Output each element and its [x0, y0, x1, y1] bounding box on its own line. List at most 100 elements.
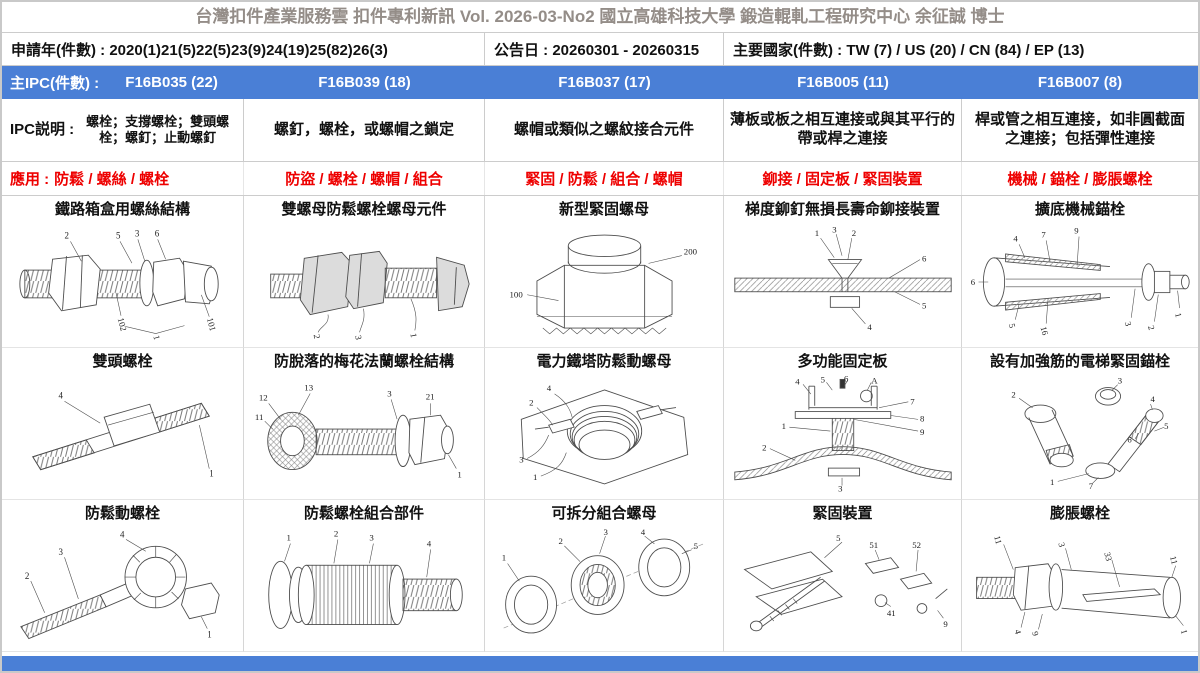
fig-label: 4	[120, 529, 125, 539]
ipc-code-cell-5: F16B007 (8)	[1037, 74, 1123, 91]
fig-label: 2	[851, 228, 855, 238]
patent-panel: 防鬆螺栓組合部件 1 2 3 4	[244, 500, 485, 652]
fig-label: 8	[920, 413, 925, 423]
panel-title: 鐵路箱盒用螺絲結構	[54, 201, 190, 218]
panel-title: 設有加強筋的電梯緊固錨栓	[989, 353, 1170, 370]
fig-label: 51	[869, 540, 878, 550]
fig-label: 1	[1173, 312, 1184, 319]
panel-title: 電力鐵塔防鬆動螺母	[536, 353, 672, 370]
fig-label: 1	[408, 332, 419, 338]
ipc-desc-cell-5: 桿或管之相互連接，如非圓截面之連接；包括彈性連接	[974, 111, 1185, 147]
patent-panel: 設有加強筋的電梯緊固錨栓 3 2 4 5	[962, 348, 1198, 500]
footer-bar	[2, 656, 1198, 671]
fig-label: 3	[1118, 376, 1122, 386]
ipc-desc-cell-4: 薄板或板之相互連接或與其平行的帶或桿之連接	[724, 99, 962, 161]
fig-label: 5	[921, 300, 926, 310]
ipc-code-cell-1: 主IPC(件數) : F16B035 (22)	[2, 72, 244, 93]
application-cell-1: 應用 : 防鬆 / 螺絲 / 螺栓	[2, 162, 244, 195]
panel-title: 雙頭螺栓	[92, 353, 153, 370]
fig-label: 5	[116, 230, 121, 240]
panel-title: 膨脹螺栓	[1049, 505, 1110, 522]
patent-figure-octagon-nut: 100 200	[509, 234, 697, 335]
fig-label: 102	[115, 317, 128, 332]
panel-title: 新型緊固螺母	[558, 201, 649, 218]
fig-label: 1	[151, 334, 162, 341]
patent-figure-bolt-assembly: 1 2 3 4	[267, 529, 463, 629]
fig-label: 1	[1179, 628, 1190, 635]
fig-label: 3	[838, 484, 843, 494]
fig-label: 4	[640, 527, 645, 537]
ipc-code-cell-2: F16B039 (18)	[318, 74, 411, 91]
fig-label: 3	[832, 224, 837, 234]
fig-label: 4	[1013, 233, 1018, 243]
fig-label: 5	[836, 533, 841, 543]
ipc-code-1: F16B035 (22)	[125, 74, 218, 91]
fig-label: 3	[519, 454, 524, 464]
fig-label: 4	[58, 390, 63, 400]
fig-label: 7	[1041, 230, 1046, 240]
fig-label: 3	[603, 527, 608, 537]
application-row: 應用 : 防鬆 / 螺絲 / 螺栓 防盜 / 螺栓 / 螺帽 / 組合 緊固 /…	[2, 162, 1198, 196]
fig-label: 33	[1102, 551, 1114, 562]
countries-cell: 主要國家(件數) : TW (7) / US (20) / CN (84) / …	[733, 41, 1085, 59]
patent-figure-separable-nut: 1 2 3 4 5	[501, 527, 704, 634]
fig-label: 3	[369, 533, 374, 543]
patent-figure-hex-nut-spring: 4 2 3 1	[519, 383, 688, 485]
panel-title: 雙螺母防鬆螺栓螺母元件	[281, 201, 447, 218]
panel-title: 擴底機械錨栓	[1034, 201, 1125, 218]
fig-label: 3	[1123, 320, 1134, 327]
patent-figure-elevator-anchor: 3 2 4 5 6 1 7	[1011, 376, 1168, 491]
apply-year-cell: 申請年(件數) : 2020(1)21(5)22(5)23(9)24(19)25…	[2, 33, 485, 65]
ipc-desc-label: IPC説明 :	[10, 120, 75, 138]
fig-label: 12	[258, 392, 267, 402]
fig-label: 5	[820, 374, 825, 384]
ipc-code-cell-4: F16B005 (11)	[797, 74, 889, 91]
fig-label: 5	[1007, 322, 1018, 329]
fig-label: 5	[1164, 421, 1168, 431]
fig-label: 1	[286, 533, 290, 543]
fig-label: 2	[333, 529, 337, 539]
patent-panel: 鐵路箱盒用螺絲結構 2 5 3 6 102 101	[2, 196, 244, 348]
fig-label: 2	[64, 230, 68, 240]
patent-panel: 防鬆動螺栓 2 3 4 1	[2, 500, 244, 652]
patent-figure-rivet-plates: 1 3 2 6 5 4	[733, 224, 952, 332]
application-cell-3: 緊固 / 防鬆 / 組合 / 螺帽	[485, 162, 724, 195]
fig-label: 3	[387, 388, 392, 398]
patent-panel-grid: 鐵路箱盒用螺絲結構 2 5 3 6 102 101	[2, 196, 1198, 652]
application-cell-5: 機械 / 錨栓 / 膨脹螺栓	[1007, 171, 1153, 188]
fig-label: 6	[921, 254, 926, 264]
fig-label: 4	[426, 539, 431, 549]
fig-label: 13	[304, 383, 313, 393]
fig-label: 21	[425, 391, 434, 401]
fig-label: 1	[207, 630, 211, 640]
fig-label: 4	[1013, 628, 1024, 635]
fig-label: 6	[154, 228, 159, 238]
patent-figure-flange-bolt: 12 11 13 3 21 1	[254, 383, 461, 480]
patent-figure-expansion-bolt: 11 3 33 11 4 9 1	[976, 535, 1190, 637]
ipc-code-cell-3: F16B037 (17)	[558, 74, 651, 91]
fig-label: 9	[920, 427, 925, 437]
fig-label: 200	[683, 247, 697, 257]
fig-label: 1	[814, 228, 818, 238]
patent-figure-expansion-anchor: 6 4 7 9 5 16 3 2 1	[971, 226, 1190, 337]
announce-date-cell: 公告日 : 20260301 - 20260315	[485, 33, 724, 65]
fig-label: 4	[1151, 394, 1156, 404]
fig-label: 1	[501, 553, 505, 563]
fig-label: A	[871, 375, 878, 385]
ipc-desc-1: 螺栓；支撐螺栓；雙頭螺栓；螺釘；止動螺釘	[86, 113, 230, 145]
fig-label: 3	[58, 547, 63, 557]
patent-figure-antiloosen-bolt: 2 3 4 1	[19, 529, 220, 640]
meta-row: 申請年(件數) : 2020(1)21(5)22(5)23(9)24(19)25…	[2, 33, 1198, 66]
fig-label: 11	[254, 412, 263, 422]
fig-label: 1	[1050, 477, 1054, 487]
patent-figure-stud-bolt: 4 1	[31, 390, 213, 479]
fig-label: 2	[762, 443, 766, 453]
fig-label: 2	[311, 333, 322, 339]
patent-panel: 膨脹螺栓 11 3 33 11 4 9 1	[962, 500, 1198, 652]
fig-label: 100	[509, 290, 523, 300]
panel-title: 防鬆螺栓組合部件	[303, 505, 424, 522]
fig-label: 2	[529, 398, 533, 408]
fig-label: 4	[795, 376, 800, 386]
patent-panel: 雙頭螺栓 4 1	[2, 348, 244, 500]
